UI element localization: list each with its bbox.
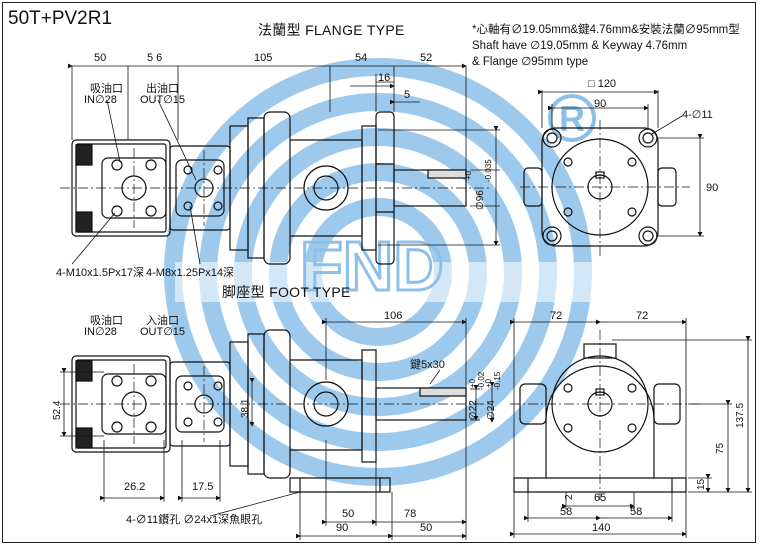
foot-key-spec: 鍵5x30 [410,359,445,371]
dim-foot-38-1: 38.1 [240,398,251,418]
dim-foot-78: 78 [404,508,417,520]
registered-letter: R [559,98,585,139]
dim-foot-65: 65 [594,492,607,504]
watermark-band [175,262,595,302]
dim-foot-dia24: ∅24 [486,400,497,420]
dim-flange-tol-minus: -0.035 [484,159,493,182]
dim-flange-tol-plus: +0 [464,170,473,180]
flange-note-line-2: Shaft have ∅19.05mm & Keyway 4.76mm [472,40,688,52]
flange-outlet-label: 出油口 [146,83,179,95]
dim-foot-2: 2 [564,494,575,500]
dim-flange-105: 105 [254,52,273,64]
dim-flange-56: 5 6 [147,52,163,64]
flange-hole-spec: 4-∅11 [682,109,713,121]
foot-inlet-label: 吸油口 [90,315,123,327]
foot-outlet-label: 入油口 [146,315,179,327]
dim-flange-5: 5 [404,89,411,101]
dim-foot-tol2: +0 [484,378,493,388]
flange-note-line-1: *心軸有∅19.05mm&鍵4.76mm&安裝法蘭∅95mm型 [472,24,740,36]
dim-foot-58b: 58 [630,506,643,518]
dim-foot-72a: 72 [550,310,563,322]
dim-flange-50: 50 [94,52,107,64]
dim-flange-16: 16 [378,72,391,84]
dim-foot-17-5: 17.5 [192,481,214,493]
dim-flange-dia96: ∅96 [475,190,486,210]
flange-inlet-label: 吸油口 [90,83,123,95]
dim-foot-tol2b: -0.15 [493,371,502,390]
dim-flange-90-top: 90 [594,98,607,110]
flange-end-centerline [520,120,690,256]
dim-foot-50: 50 [342,508,355,520]
flange-end-dims [538,89,704,237]
dim-foot-tol1: +0 [468,378,477,388]
dim-foot-58a: 58 [560,506,573,518]
dim-foot-52-4: 52.4 [52,400,63,420]
dim-flange-54: 54 [355,52,368,64]
foot-outlet-size: OUT∅15 [140,326,186,338]
dim-foot-90: 90 [336,522,349,534]
dim-flange-52: 52 [420,52,433,64]
foot-end-centerline [510,330,700,500]
foot-inlet-size: IN∅28 [84,326,117,338]
drawing-title: 50T+PV2R1 [8,8,113,29]
flange-outlet-size: OUT∅15 [140,94,186,106]
foot-dim-lines [60,318,495,540]
dim-flange-90-side: 90 [706,182,719,194]
foot-end-dims [510,318,752,538]
dim-foot-106: 106 [384,310,403,322]
foot-hole-spec: 4-∅11鑽孔 ∅24x1深魚眼孔 [126,514,263,526]
watermark-letters: FND [300,227,444,305]
foot-type-heading: 脚座型 FOOT TYPE [222,284,351,300]
dim-foot-140: 140 [592,522,611,534]
flange-thread-2: 4-M8x1.25Px14深 [146,267,235,279]
dim-foot-75: 75 [715,442,726,454]
flange-dim-lines [68,63,500,265]
dim-foot-72b: 72 [636,310,649,322]
flange-note-line-3: & Flange ∅95mm type [472,56,589,68]
registered-mark [548,94,596,142]
dim-foot-137-5: 137.5 [735,402,746,428]
dim-foot-15: 15 [696,478,707,490]
dim-foot-dia22: ∅22 [468,400,479,420]
foot-centerline [60,364,490,444]
flange-inlet-size: IN∅28 [84,94,117,106]
foot-side-view [71,329,467,493]
dim-foot-26-2: 26.2 [124,481,146,493]
dim-foot-50b: 50 [420,522,433,534]
flange-centerline [60,148,490,228]
flange-type-heading: 法蘭型 FLANGE TYPE [258,22,405,38]
flange-thread-1: 4-M10x1.5Px17深 [56,267,145,279]
dim-flange-sq120: □ 120 [588,78,617,90]
